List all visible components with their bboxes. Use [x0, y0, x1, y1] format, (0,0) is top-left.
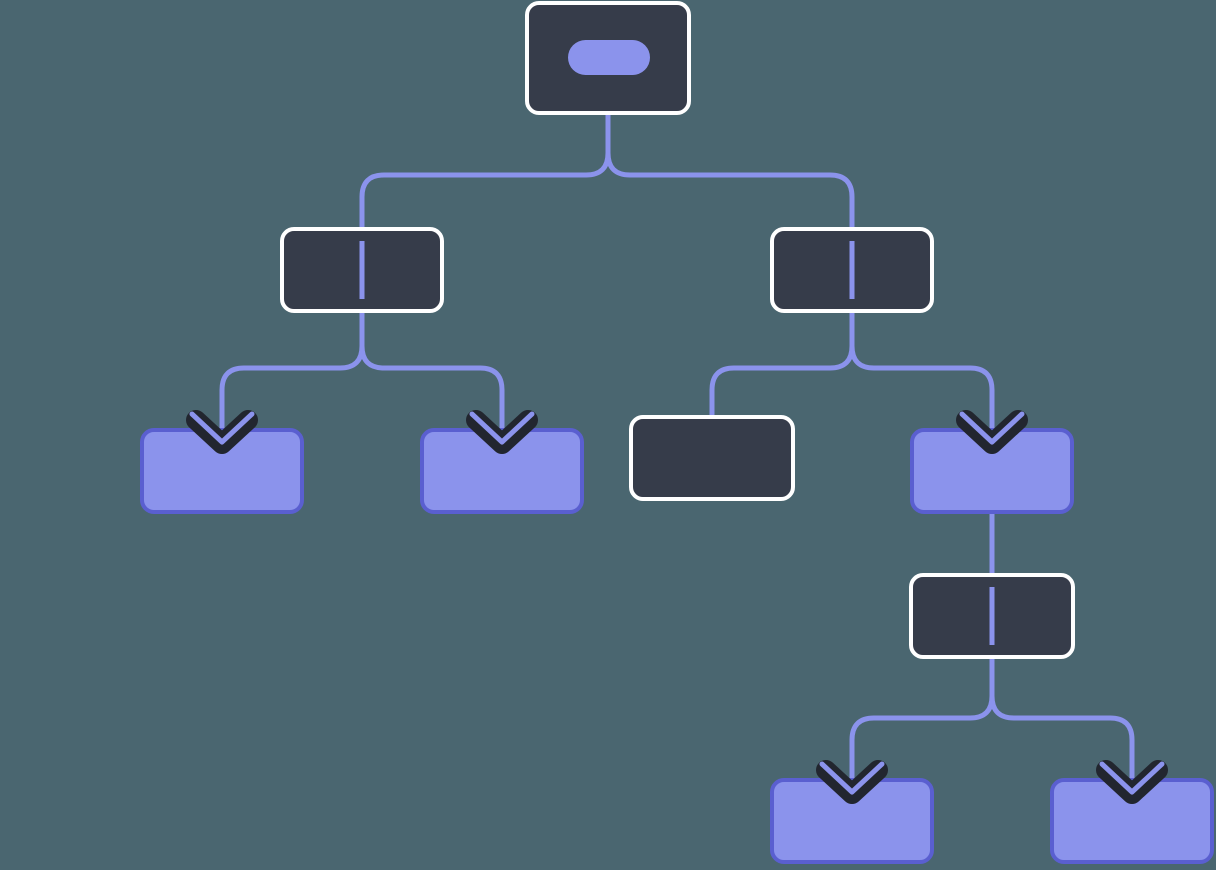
arrow-accent-icon — [959, 411, 1025, 445]
edge-l1-l2a[interactable] — [219, 345, 365, 432]
node-r4a-body[interactable] — [770, 778, 934, 864]
arrow-accent-layer — [189, 411, 1165, 795]
arrow-accent-icon — [1099, 761, 1165, 795]
node-l1[interactable] — [280, 227, 444, 313]
edge-l1-l2b[interactable] — [359, 345, 505, 432]
edge-r3-r4b[interactable] — [989, 695, 1135, 782]
node-r2a-body[interactable] — [629, 415, 795, 501]
node-r4b[interactable] — [1050, 778, 1214, 864]
edge-layer — [219, 40, 1135, 782]
node-r4a[interactable] — [770, 778, 934, 864]
node-l2b-body[interactable] — [420, 428, 584, 514]
node-l2a-body[interactable] — [140, 428, 304, 514]
arrow-accent-icon — [469, 411, 535, 445]
vertical-bar-icon — [359, 241, 365, 299]
edge-r3-r4a[interactable] — [849, 695, 995, 782]
node-l2b[interactable] — [420, 428, 584, 514]
node-r3[interactable] — [909, 573, 1075, 659]
node-l2a[interactable] — [140, 428, 304, 514]
node-r2b[interactable] — [910, 428, 1074, 514]
arrow-accent-icon — [819, 761, 885, 795]
node-r2b-body[interactable] — [910, 428, 1074, 514]
pill-badge-icon — [568, 40, 650, 75]
vertical-bar-icon — [849, 241, 855, 299]
vertical-bar-icon — [989, 587, 995, 645]
edge-r1-r2b[interactable] — [849, 345, 995, 432]
edge-r1-r2a[interactable] — [709, 345, 855, 419]
node-root[interactable] — [525, 1, 691, 115]
arrow-accent-icon — [189, 411, 255, 445]
node-r4b-body[interactable] — [1050, 778, 1214, 864]
edge-root-r1[interactable] — [605, 152, 855, 229]
node-r1[interactable] — [770, 227, 934, 313]
node-r2a[interactable] — [629, 415, 795, 501]
